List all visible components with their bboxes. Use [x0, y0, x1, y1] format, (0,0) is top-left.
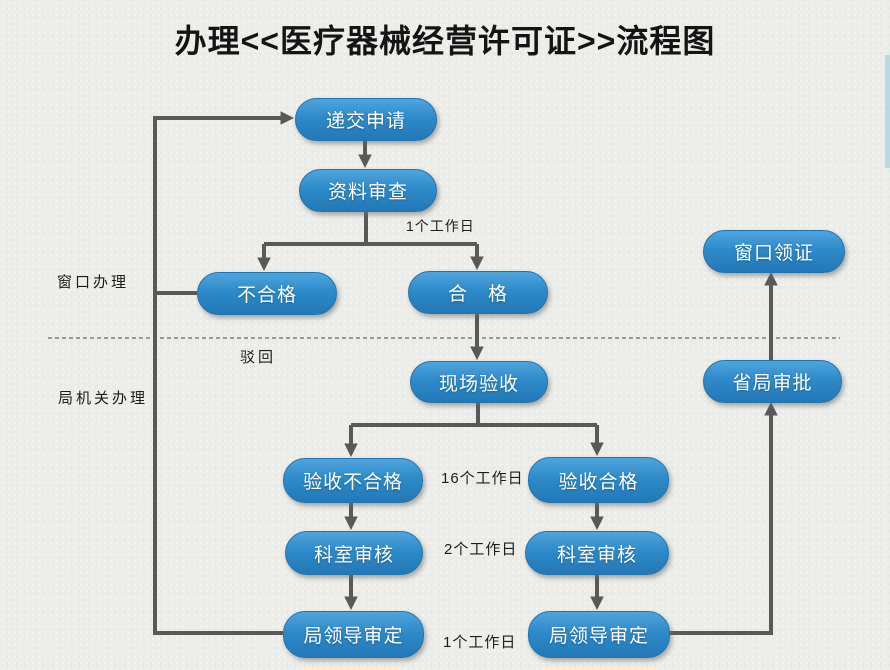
- node-collect-certificate: 窗口领证: [703, 230, 845, 273]
- annotation-16-working-days: 16个工作日: [441, 470, 524, 487]
- node-leader-approval-left: 局领导审定: [283, 611, 424, 658]
- window-edge-strip: [885, 55, 890, 168]
- lane-label-window-handling: 窗口办理: [57, 274, 130, 291]
- node-submit-application: 递交申请: [295, 98, 437, 141]
- page-title: 办理<<医疗器械经营许可证>>流程图: [174, 23, 716, 59]
- node-leader-approval-right: 局领导审定: [528, 611, 670, 658]
- node-onsite-acceptance: 现场验收: [410, 361, 548, 403]
- node-acceptance-failed: 验收不合格: [283, 458, 423, 503]
- node-dept-review-left: 科室审核: [285, 531, 423, 575]
- lane-label-bureau-handling: 局机关办理: [58, 390, 149, 407]
- annotation-2-working-days: 2个工作日: [444, 541, 518, 558]
- node-acceptance-passed: 验收合格: [528, 457, 669, 503]
- annotation-reject: 驳回: [240, 349, 277, 366]
- node-unqualified: 不合格: [197, 272, 337, 315]
- node-provincial-approval: 省局审批: [703, 360, 842, 403]
- node-document-review: 资料审查: [299, 169, 437, 212]
- annotation-1-working-day: 1个工作日: [406, 218, 475, 234]
- node-qualified: 合 格: [408, 271, 548, 314]
- node-dept-review-right: 科室审核: [525, 531, 669, 575]
- annotation-1-working-day-bottom: 1个工作日: [443, 634, 517, 651]
